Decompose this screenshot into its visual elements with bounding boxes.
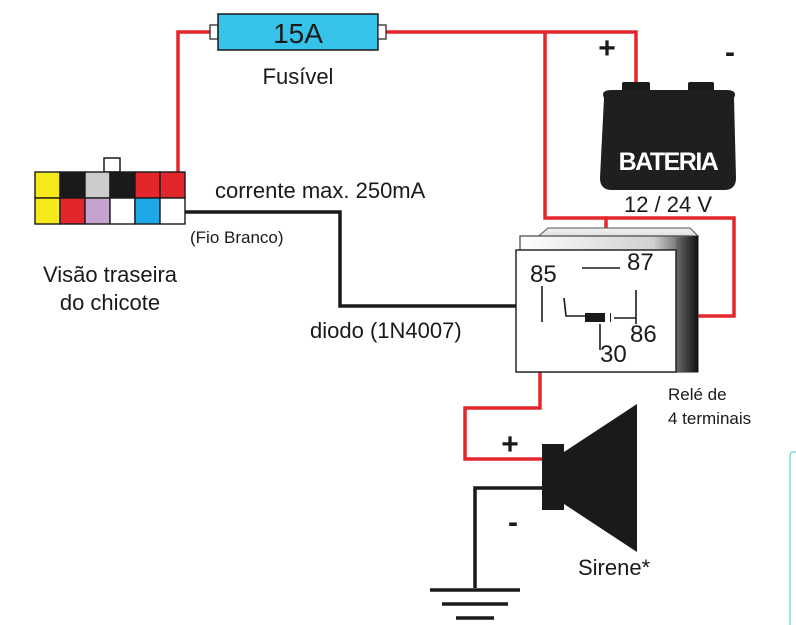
relay-side-face (676, 236, 698, 372)
connector-pin-bottom-1 (34, 197, 61, 225)
relay-coil-link (563, 297, 588, 317)
wire-siren-ground (473, 486, 545, 588)
relay-caption-line1: Relé de (668, 385, 727, 404)
relay-terminal-86: 86 (630, 321, 657, 348)
siren-plus-sign: + (501, 428, 519, 461)
fuse-cap-right (377, 24, 387, 40)
battery-voltage: 12 / 24 V (624, 192, 712, 217)
relay-terminal-87: 87 (627, 249, 654, 276)
frame-edge (789, 451, 796, 625)
connector-pin-bottom-4 (109, 197, 136, 225)
diode-body (585, 313, 611, 322)
fuse-body (217, 13, 379, 51)
relay: 85 87 86 30 (515, 227, 700, 373)
relay-terminal-85: 85 (530, 261, 557, 288)
fuse: 15A (209, 13, 387, 51)
battery: BATERIA (600, 82, 736, 190)
connector-pin-top-4 (109, 171, 136, 199)
connector-pin-bottom-3 (84, 197, 111, 225)
connector-pin-top-2 (59, 171, 86, 199)
siren (542, 404, 637, 552)
connector-pin-bottom-5 (134, 197, 161, 225)
relay-terminal-30: 30 (600, 341, 627, 368)
harness-connector (34, 157, 186, 225)
fuse-rating: 15A (273, 18, 323, 49)
siren-label: Sirene* (578, 555, 651, 580)
wire-fuse-to-battery (386, 30, 638, 90)
wire-white-to-diode (180, 210, 520, 308)
connector-pin-top-5 (134, 171, 161, 199)
connector-pin-top-3 (84, 171, 111, 199)
relay-caption-line2: 4 terminais (668, 409, 751, 428)
battery-body (600, 90, 736, 190)
connector-caption-line2: do chicote (60, 290, 160, 315)
battery-plus-sign: + (598, 32, 616, 65)
diode-band (605, 313, 610, 322)
connector-pin-bottom-6 (159, 197, 186, 225)
battery-name: BATERIA (619, 148, 719, 176)
siren-minus-sign: - (508, 506, 518, 539)
siren-horn (564, 404, 637, 552)
current-label: corrente max. 250mA (215, 178, 426, 203)
fuse-label: Fusível (263, 64, 334, 89)
connector-pin-top-6 (159, 171, 186, 199)
connector-pin-top-1 (34, 171, 61, 199)
wire-connector-to-fuse (176, 30, 218, 172)
white-wire-label: (Fio Branco) (190, 228, 284, 247)
siren-driver (542, 444, 564, 510)
connector-latch (103, 157, 121, 173)
wire-fuse-to-relay-87 (543, 32, 608, 258)
connector-caption-line1: Visão traseira (43, 262, 178, 287)
battery-minus-sign: - (725, 36, 735, 69)
diode-label: diodo (1N4007) (310, 318, 462, 343)
connector-pin-bottom-2 (59, 197, 86, 225)
fuse-cap-left (209, 24, 219, 40)
